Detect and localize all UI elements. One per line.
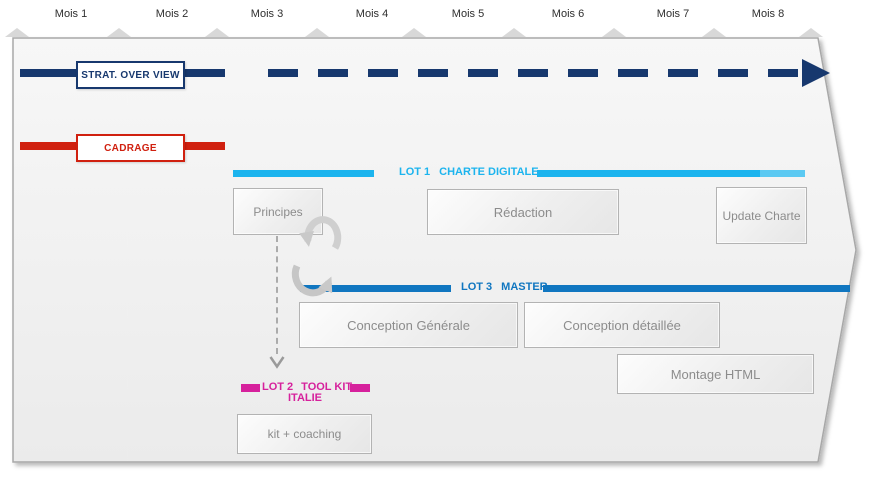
month-marker-triangle bbox=[205, 28, 229, 37]
lot2-bar-left bbox=[241, 384, 260, 392]
task-kit-coaching-label: kit + coaching bbox=[267, 427, 342, 441]
task-redaction: Rédaction bbox=[427, 189, 619, 235]
task-redaction-label: Rédaction bbox=[493, 204, 553, 220]
task-principes: Principes bbox=[233, 188, 323, 235]
task-conception-detaillee: Conception détaillée bbox=[524, 302, 720, 348]
lot2-label: LOT 2 TOOL KIT ITALIE bbox=[262, 381, 352, 404]
lot2-region: ITALIE bbox=[287, 392, 322, 404]
month-label: Mois 8 bbox=[751, 8, 785, 20]
strat-overview-arrowhead-icon bbox=[802, 59, 830, 87]
task-montage-html-label: Montage HTML bbox=[670, 366, 761, 382]
month-label: Mois 1 bbox=[54, 8, 88, 20]
lot3-code: LOT 3 bbox=[461, 281, 493, 293]
month-marker-triangle bbox=[602, 28, 626, 37]
lot3-label: LOT 3 MASTER bbox=[461, 281, 548, 293]
month-marker-triangle bbox=[799, 28, 823, 37]
month-marker-triangle bbox=[305, 28, 329, 37]
strat-overview-tag: STRAT. OVER VIEW bbox=[76, 61, 185, 89]
lot1-label: LOT 1 CHARTE DIGITALE bbox=[399, 166, 539, 178]
connector-chevron-arrowhead-icon bbox=[269, 356, 285, 369]
task-kit-coaching: kit + coaching bbox=[237, 414, 372, 454]
month-marker-triangle bbox=[107, 28, 131, 37]
task-conception-detaillee-label: Conception détaillée bbox=[563, 317, 681, 333]
month-marker-triangle bbox=[502, 28, 526, 37]
month-marker-triangle bbox=[402, 28, 426, 37]
task-conception-generale: Conception Générale bbox=[299, 302, 518, 348]
principes-to-lot2-dashed-connector bbox=[276, 236, 278, 354]
cadrage-label: CADRAGE bbox=[104, 142, 157, 154]
strat-overview-label: STRAT. OVER VIEW bbox=[81, 69, 180, 81]
lot2-name: TOOL KIT bbox=[301, 381, 353, 393]
lot1-code: LOT 1 bbox=[399, 166, 431, 178]
month-marker-triangle bbox=[702, 28, 726, 37]
lot2-bar-right bbox=[350, 384, 370, 392]
lot1-bar-light-overlay bbox=[760, 170, 805, 177]
task-montage-html: Montage HTML bbox=[617, 354, 814, 394]
month-label: Mois 7 bbox=[656, 8, 690, 20]
task-conception-generale-label: Conception Générale bbox=[347, 317, 470, 333]
lot1-name: CHARTE DIGITALE bbox=[439, 166, 539, 178]
lot1-bar-segment-2 bbox=[537, 170, 805, 177]
month-label: Mois 4 bbox=[355, 8, 389, 20]
cadrage-tag: CADRAGE bbox=[76, 134, 185, 162]
arrow-panel-shape bbox=[12, 37, 857, 463]
month-label: Mois 6 bbox=[551, 8, 585, 20]
lot1-bar-segment-1 bbox=[233, 170, 374, 177]
month-label: Mois 2 bbox=[155, 8, 189, 20]
month-marker-triangle bbox=[5, 28, 29, 37]
lot3-bar-segment-1 bbox=[300, 285, 451, 292]
lot3-name: MASTER bbox=[501, 281, 548, 293]
lot2-code: LOT 2 bbox=[262, 381, 294, 393]
month-label: Mois 5 bbox=[451, 8, 485, 20]
lot3-bar-segment-2 bbox=[543, 285, 850, 292]
task-update-charte: Update Charte bbox=[716, 187, 807, 244]
task-principes-label: Principes bbox=[253, 204, 303, 219]
month-label: Mois 3 bbox=[250, 8, 284, 20]
task-update-charte-label: Update Charte bbox=[722, 208, 801, 223]
strat-overview-dashed-bar bbox=[268, 69, 800, 77]
